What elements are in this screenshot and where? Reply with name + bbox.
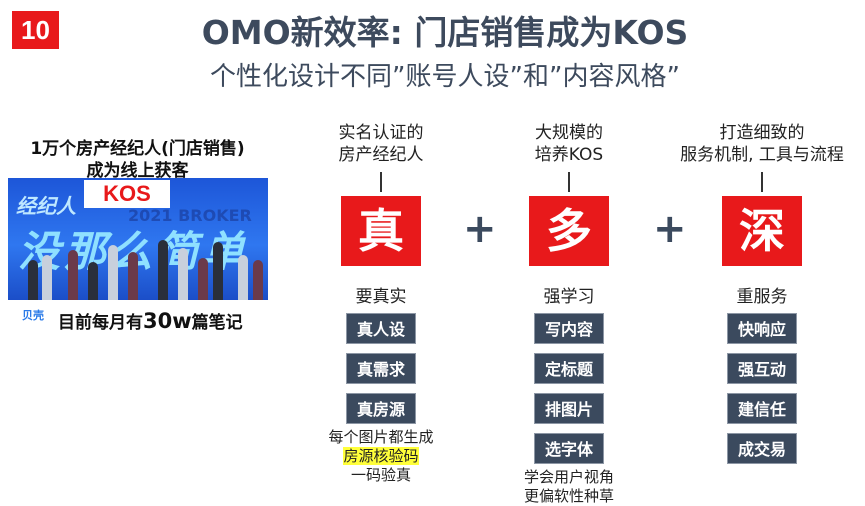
- slide-title: OMO新效率: 门店销售成为KOS: [201, 13, 689, 52]
- column-deep: 打造细致的服务机制, 工具与流程 深 重服务 快响应 强互动 建信任 成交易: [672, 122, 852, 464]
- item-box: 选字体: [534, 433, 604, 464]
- column-note: 学会用户视角更偏软性种草: [479, 468, 659, 506]
- column-top-label: 实名认证的房产经纪人: [291, 122, 471, 168]
- left-heading-line2: 成为线上获客: [86, 161, 189, 181]
- banner-person: [128, 252, 138, 300]
- top-line2: 房产经纪人: [338, 145, 424, 165]
- left-heading-line1: 1万个房产经纪人(门店销售): [30, 139, 245, 159]
- banner-person: [68, 250, 78, 300]
- top-line1: 打造细致的: [719, 123, 805, 143]
- item-box: 强互动: [727, 353, 797, 384]
- slide-number: 10: [12, 11, 59, 49]
- banner-person: [238, 255, 248, 300]
- plus-operator: +: [653, 206, 687, 252]
- column-subtitle: 强学习: [543, 287, 595, 307]
- column-more: 大规模的培养KOS 多 强学习 写内容 定标题 排图片 选字体 学会用户视角更偏…: [479, 122, 659, 506]
- key-char-box: 深: [722, 196, 802, 266]
- item-box: 快响应: [727, 313, 797, 344]
- stat-suffix: 篇笔记: [191, 313, 243, 333]
- note-line: 更偏软性种草: [523, 487, 614, 505]
- banner-watermark: 2021 BROKER: [128, 206, 252, 225]
- item-box: 真房源: [346, 393, 416, 424]
- banner-person: [108, 245, 118, 300]
- item-box: 写内容: [534, 313, 604, 344]
- banner-person: [42, 255, 52, 300]
- banner-tag: 经纪人: [16, 194, 76, 218]
- stat-number: 30w: [143, 309, 192, 333]
- note-line: 一码验真: [350, 466, 411, 484]
- item-box: 排图片: [534, 393, 604, 424]
- connector-line: [568, 172, 570, 192]
- banner-person: [178, 248, 188, 300]
- stat-prefix: 目前每月有: [58, 313, 143, 333]
- item-box: 真人设: [346, 313, 416, 344]
- item-box: 真需求: [346, 353, 416, 384]
- item-box: 定标题: [534, 353, 604, 384]
- column-real: 实名认证的房产经纪人 真 要真实 真人设 真需求 真房源 每个图片都生成房源核验…: [291, 122, 471, 485]
- note-line: 每个图片都生成: [328, 428, 434, 446]
- item-box: 成交易: [727, 433, 797, 464]
- connector-line: [761, 172, 763, 192]
- key-char-box: 多: [529, 196, 609, 266]
- top-line1: 实名认证的: [338, 123, 424, 143]
- key-char-box: 真: [341, 196, 421, 266]
- slide-subtitle: 个性化设计不同”账号人设”和”内容风格”: [210, 62, 680, 92]
- connector-line: [380, 172, 382, 192]
- column-subtitle: 重服务: [736, 287, 788, 307]
- banner-person: [213, 242, 223, 300]
- monthly-notes-stat: 目前每月有30w篇笔记: [58, 308, 243, 333]
- broker-banner-image: 2021 BROKER 经纪人 没那么简单 KOS: [8, 178, 268, 300]
- banner-person: [198, 258, 208, 300]
- top-line2: 培养KOS: [534, 145, 604, 165]
- banner-person: [28, 260, 38, 300]
- banner-person: [158, 240, 168, 300]
- note-highlight: 房源核验码: [343, 447, 419, 465]
- note-line: 学会用户视角: [523, 468, 614, 486]
- column-note: 每个图片都生成房源核验码一码验真: [291, 428, 471, 485]
- kos-badge: KOS: [84, 180, 170, 208]
- top-line1: 大规模的: [535, 123, 603, 143]
- plus-operator: +: [463, 206, 497, 252]
- beike-logo: 贝壳: [22, 309, 44, 322]
- top-line2: 服务机制, 工具与流程: [680, 145, 844, 165]
- column-subtitle: 要真实: [355, 287, 407, 307]
- banner-person: [88, 262, 98, 300]
- column-top-label: 大规模的培养KOS: [479, 122, 659, 168]
- banner-person: [253, 260, 263, 300]
- column-top-label: 打造细致的服务机制, 工具与流程: [672, 122, 852, 168]
- item-box: 建信任: [727, 393, 797, 424]
